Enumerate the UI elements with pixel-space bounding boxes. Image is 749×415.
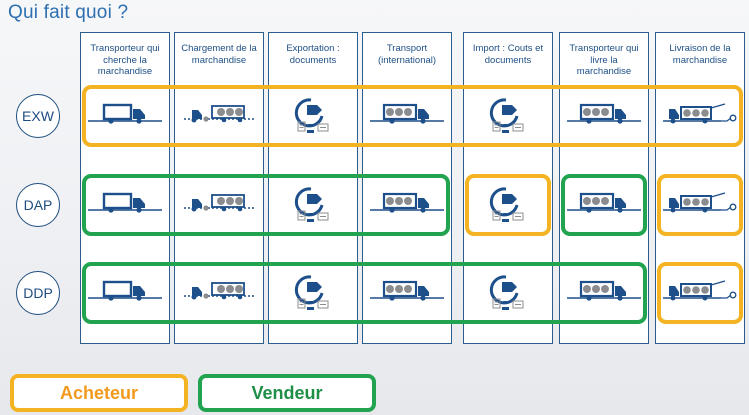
column-header: Import : Couts et documents (472, 43, 544, 66)
column-header: Livraison de la marchandise (669, 43, 731, 66)
incoterm-dap: DAP (16, 183, 60, 227)
loaded-truck-icon (565, 100, 643, 128)
loading-icon (180, 189, 258, 217)
column-header: Transporteur qui cherche la marchandise (90, 43, 160, 77)
column-header: Transport (international) (377, 43, 437, 66)
loaded-truck-icon (368, 277, 446, 305)
truck-icon (86, 189, 164, 217)
column-5: Import : Couts et documents (463, 32, 553, 344)
vendeur-responsibility-box (561, 174, 647, 236)
page-title: Qui fait quoi ? (8, 2, 129, 23)
incoterm-exw: EXW (16, 94, 60, 138)
customs-documents-icon (291, 96, 335, 140)
legend-acheteur: Acheteur (10, 374, 188, 412)
acheteur-responsibility-box (465, 174, 551, 236)
vendeur-responsibility-box (82, 262, 647, 324)
column-1: Transporteur qui cherche la marchandise (80, 32, 170, 344)
incoterm-label: EXW (22, 108, 54, 124)
customs-documents-icon (486, 185, 530, 229)
incoterm-ddp: DDP (16, 271, 60, 315)
loading-icon (180, 277, 258, 305)
loaded-truck-icon (368, 100, 446, 128)
column-header: Exportation : documents (286, 43, 340, 66)
column-header: Chargement de la marchandise (181, 43, 257, 66)
customs-documents-icon (486, 96, 530, 140)
loading-icon (180, 100, 258, 128)
acheteur-responsibility-box (82, 85, 743, 147)
unloading-truck-icon (661, 189, 739, 217)
truck-icon (86, 277, 164, 305)
loaded-truck-icon (565, 277, 643, 305)
acheteur-responsibility-box (657, 174, 743, 236)
loaded-truck-icon (368, 189, 446, 217)
truck-icon (86, 100, 164, 128)
legend-vendeur-label: Vendeur (251, 382, 323, 403)
loaded-truck-icon (565, 189, 643, 217)
legend-vendeur: Vendeur (198, 374, 376, 412)
incoterm-label: DAP (23, 197, 53, 213)
column-4: Transport (international) (362, 32, 452, 344)
customs-documents-icon (291, 185, 335, 229)
unloading-truck-icon (661, 100, 739, 128)
customs-documents-icon (291, 273, 335, 317)
legend-acheteur-label: Acheteur (59, 382, 139, 403)
vendeur-responsibility-box (82, 174, 450, 236)
customs-documents-icon (486, 273, 530, 317)
unloading-truck-icon (661, 277, 739, 305)
column-2: Chargement de la marchandise (174, 32, 264, 344)
acheteur-responsibility-box (657, 262, 743, 324)
column-header: Transporteur qui livre la marchandise (569, 43, 639, 77)
incoterm-label: DDP (23, 285, 53, 301)
